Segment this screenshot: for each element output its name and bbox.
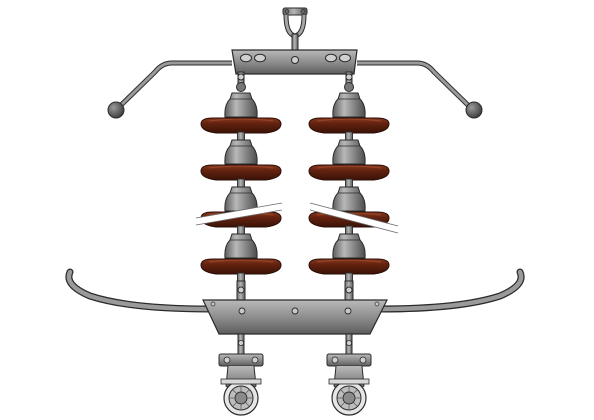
insulator-cap bbox=[332, 139, 366, 165]
insulator-disc-unit bbox=[308, 92, 390, 141]
insulator-pin bbox=[345, 178, 353, 188]
arcing-horn-icon bbox=[107, 60, 483, 119]
insulator-disc bbox=[200, 117, 282, 134]
upper-link bbox=[344, 71, 354, 92]
insulator-disc-unit bbox=[308, 233, 390, 282]
insulator-pin bbox=[237, 178, 245, 188]
bottom-yoke-plate bbox=[202, 299, 388, 335]
insulator-cap bbox=[332, 92, 366, 118]
insulator-disc-unit bbox=[308, 139, 390, 188]
insulator-pin bbox=[237, 272, 245, 282]
insulator-cap bbox=[224, 139, 258, 165]
insulator-pin bbox=[345, 131, 353, 141]
insulator-string bbox=[308, 71, 390, 304]
insulator-pin bbox=[345, 272, 353, 282]
top-yoke-bolts bbox=[240, 53, 351, 63]
insulator-disc-unit bbox=[200, 233, 282, 282]
suspension-clamp-icon bbox=[326, 333, 372, 416]
insulator-string bbox=[200, 71, 282, 304]
insulator-strings bbox=[200, 71, 390, 304]
insulator-disc bbox=[308, 117, 390, 134]
suspension-clamps bbox=[218, 333, 372, 416]
upper-link bbox=[236, 71, 246, 92]
insulator-disc-unit bbox=[200, 139, 282, 188]
insulator-cap bbox=[332, 233, 366, 259]
insulator-cap bbox=[224, 186, 258, 212]
insulator-cap bbox=[224, 233, 258, 259]
insulator-disc bbox=[308, 164, 390, 181]
shackle-icon bbox=[282, 7, 308, 51]
insulator-disc bbox=[200, 258, 282, 275]
top-yoke-plate bbox=[231, 49, 358, 75]
insulator-disc bbox=[308, 258, 390, 275]
suspension-clamp-icon bbox=[218, 333, 264, 416]
insulator-pin bbox=[345, 225, 353, 235]
insulator-disc-unit bbox=[200, 92, 282, 141]
insulator-cap bbox=[332, 186, 366, 212]
insulator-cap bbox=[224, 92, 258, 118]
insulator-pin bbox=[237, 131, 245, 141]
string-break-marks bbox=[195, 202, 399, 234]
insulator-disc bbox=[200, 164, 282, 181]
insulator-pin bbox=[237, 225, 245, 235]
